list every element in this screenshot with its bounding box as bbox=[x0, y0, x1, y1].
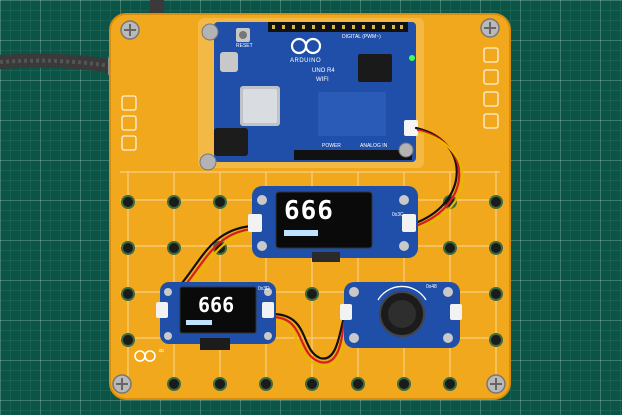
board-model-text: UNO R4 bbox=[312, 68, 335, 74]
plate-logo bbox=[134, 350, 156, 362]
power-label: POWER bbox=[322, 143, 341, 149]
small-oled-module bbox=[156, 282, 276, 350]
board-brand-text: ARDUINO bbox=[290, 58, 322, 64]
knob-module bbox=[340, 282, 462, 348]
reset-label: RESET bbox=[236, 43, 253, 49]
large-oled-module bbox=[248, 186, 418, 262]
analog-label: ANALOG IN bbox=[360, 143, 388, 149]
knob-addr: 0x48 bbox=[426, 284, 437, 290]
large-oled-addr: 0x3C bbox=[392, 212, 404, 218]
small-oled-value: 666 bbox=[198, 293, 235, 317]
large-oled-value: 666 bbox=[284, 196, 334, 226]
board-model-sub: WIFI bbox=[316, 77, 329, 83]
small-oled-addr: 0x3D bbox=[258, 286, 270, 292]
plate-logo-mark: ∞ bbox=[158, 346, 165, 355]
digital-label: DIGITAL (PWM~) bbox=[342, 34, 381, 40]
arduino-board bbox=[198, 18, 424, 171]
